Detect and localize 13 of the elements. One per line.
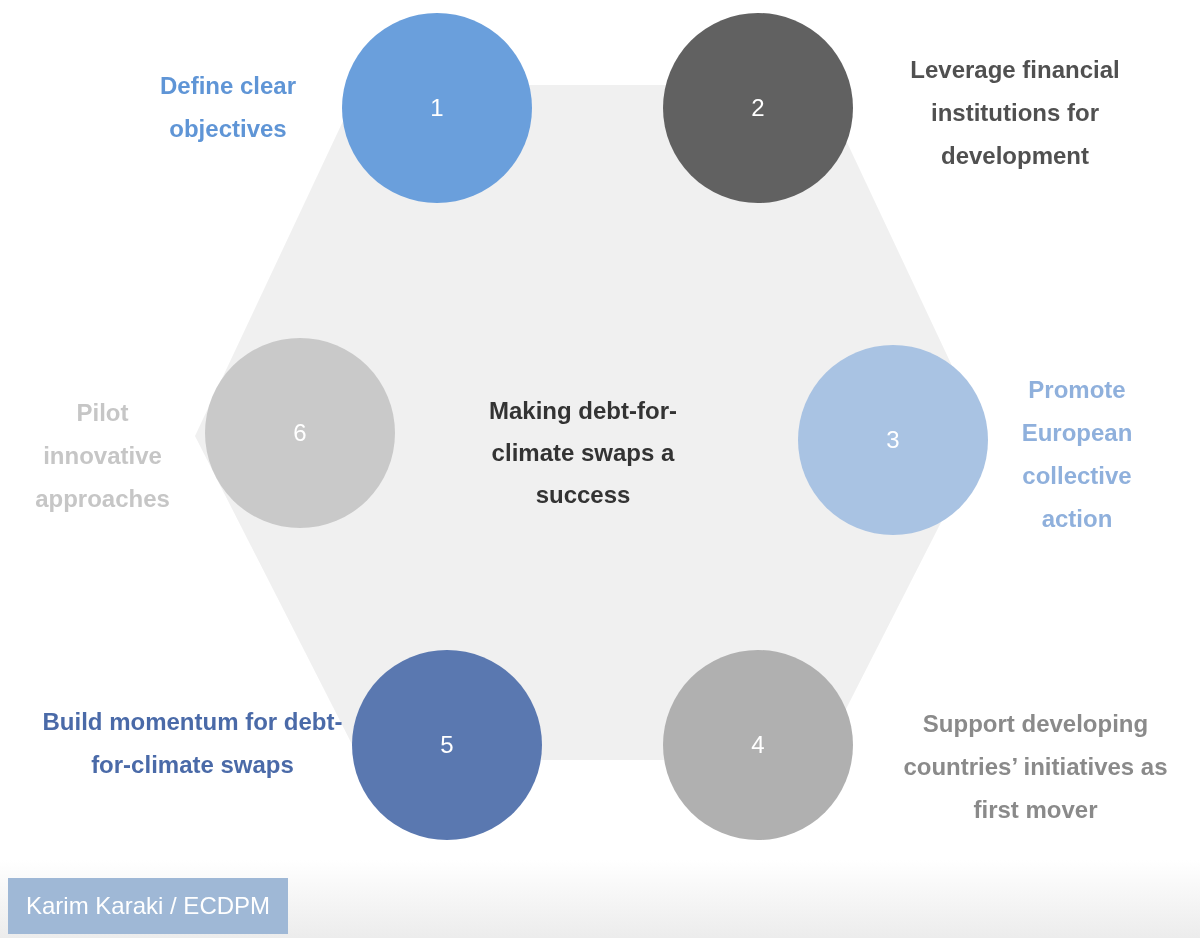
- step-number: 5: [440, 731, 454, 759]
- step-label: Support developing countries’ initiatives as first mover: [902, 709, 1169, 825]
- step-label: Define clear objectives: [158, 71, 298, 144]
- step-number: 4: [751, 731, 765, 759]
- center-title: Making debt-for-climate swaps a success: [488, 396, 678, 510]
- step-label: Promote European collective action: [1020, 375, 1134, 534]
- step-number: 3: [886, 426, 900, 454]
- step-label: Build momentum for debt-for-climate swaps: [41, 707, 344, 780]
- step-number: 1: [430, 94, 444, 122]
- step-number: 2: [751, 94, 765, 122]
- step-label: Leverage financial institutions for development: [909, 55, 1121, 171]
- credit-label: Karim Karaki / ECDPM: [8, 878, 289, 934]
- step-label: Pilot innovative approaches: [34, 398, 171, 514]
